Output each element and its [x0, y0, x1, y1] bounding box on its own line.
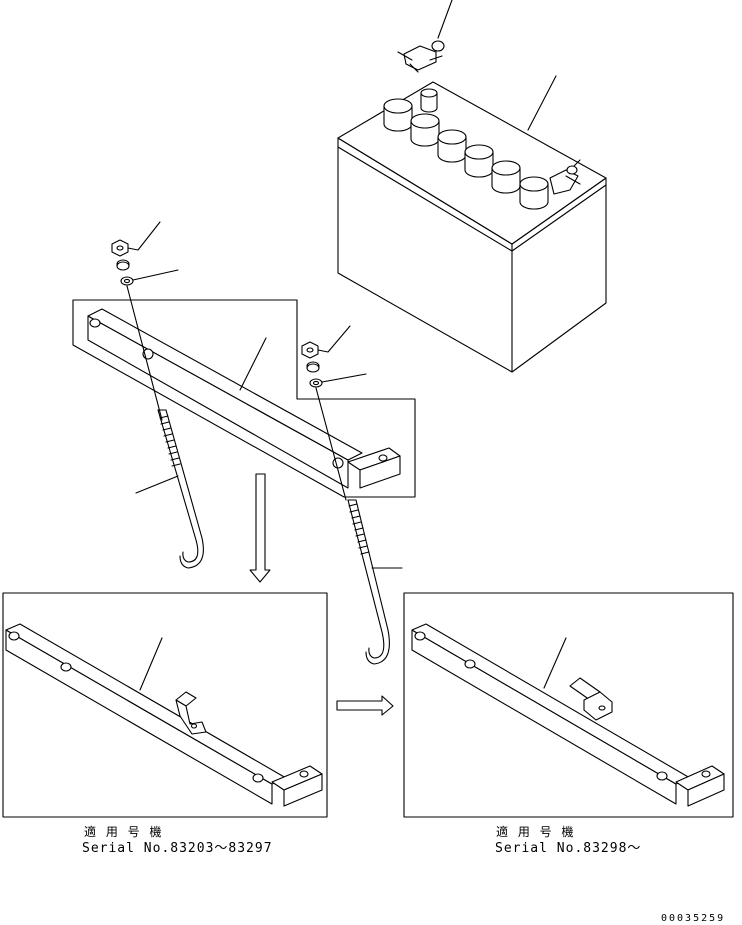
leader-line-clamp	[437, 0, 453, 39]
spring-washer-left	[116, 259, 130, 271]
bracket-variant-b	[569, 677, 613, 721]
applicability-label-right: 適 用 号 機	[496, 824, 576, 839]
leader-line-upper-bar	[239, 337, 267, 391]
battery-hold-bar-variant-b	[411, 623, 725, 807]
terminal-clamp-exploded	[397, 40, 445, 73]
j-bolt-right	[315, 387, 390, 665]
spring-washer-right	[306, 361, 320, 373]
leader-line-washer-right	[321, 373, 367, 383]
battery-hold-bar-upper	[87, 308, 401, 489]
battery-terminal-post	[420, 88, 438, 113]
serial-label-left: Serial No.83203～83297	[82, 841, 273, 856]
leader-line-nut-left	[127, 221, 161, 251]
applicability-label-left: 適 用 号 機	[84, 824, 164, 839]
drawing-id: 00035259	[661, 913, 725, 924]
flat-washer-left	[120, 276, 134, 286]
nut-right	[301, 341, 319, 359]
down-arrow	[249, 473, 271, 583]
variant-panel-right	[403, 592, 734, 818]
bracket-variant-a	[175, 691, 207, 735]
leader-line-battery	[527, 75, 557, 131]
serial-label-right: Serial No.83298～	[495, 841, 641, 856]
nut-left	[111, 239, 129, 257]
assembly-outline	[72, 299, 416, 498]
battery	[337, 81, 607, 373]
battery-terminal-clamp	[549, 159, 581, 195]
leader-line-washer-left	[132, 269, 179, 281]
right-arrow	[336, 695, 394, 716]
flat-washer-right	[309, 378, 323, 388]
leader-line-nut-right	[317, 325, 351, 353]
leader-line-j-bolt-left	[135, 475, 179, 494]
j-bolt-left	[126, 285, 204, 569]
battery-hold-bar-variant-a	[5, 623, 323, 807]
variant-panel-left	[2, 592, 328, 818]
leader-line-variant-b	[543, 637, 567, 689]
battery-cell-caps	[383, 98, 549, 210]
leader-line-variant-a	[139, 637, 163, 691]
